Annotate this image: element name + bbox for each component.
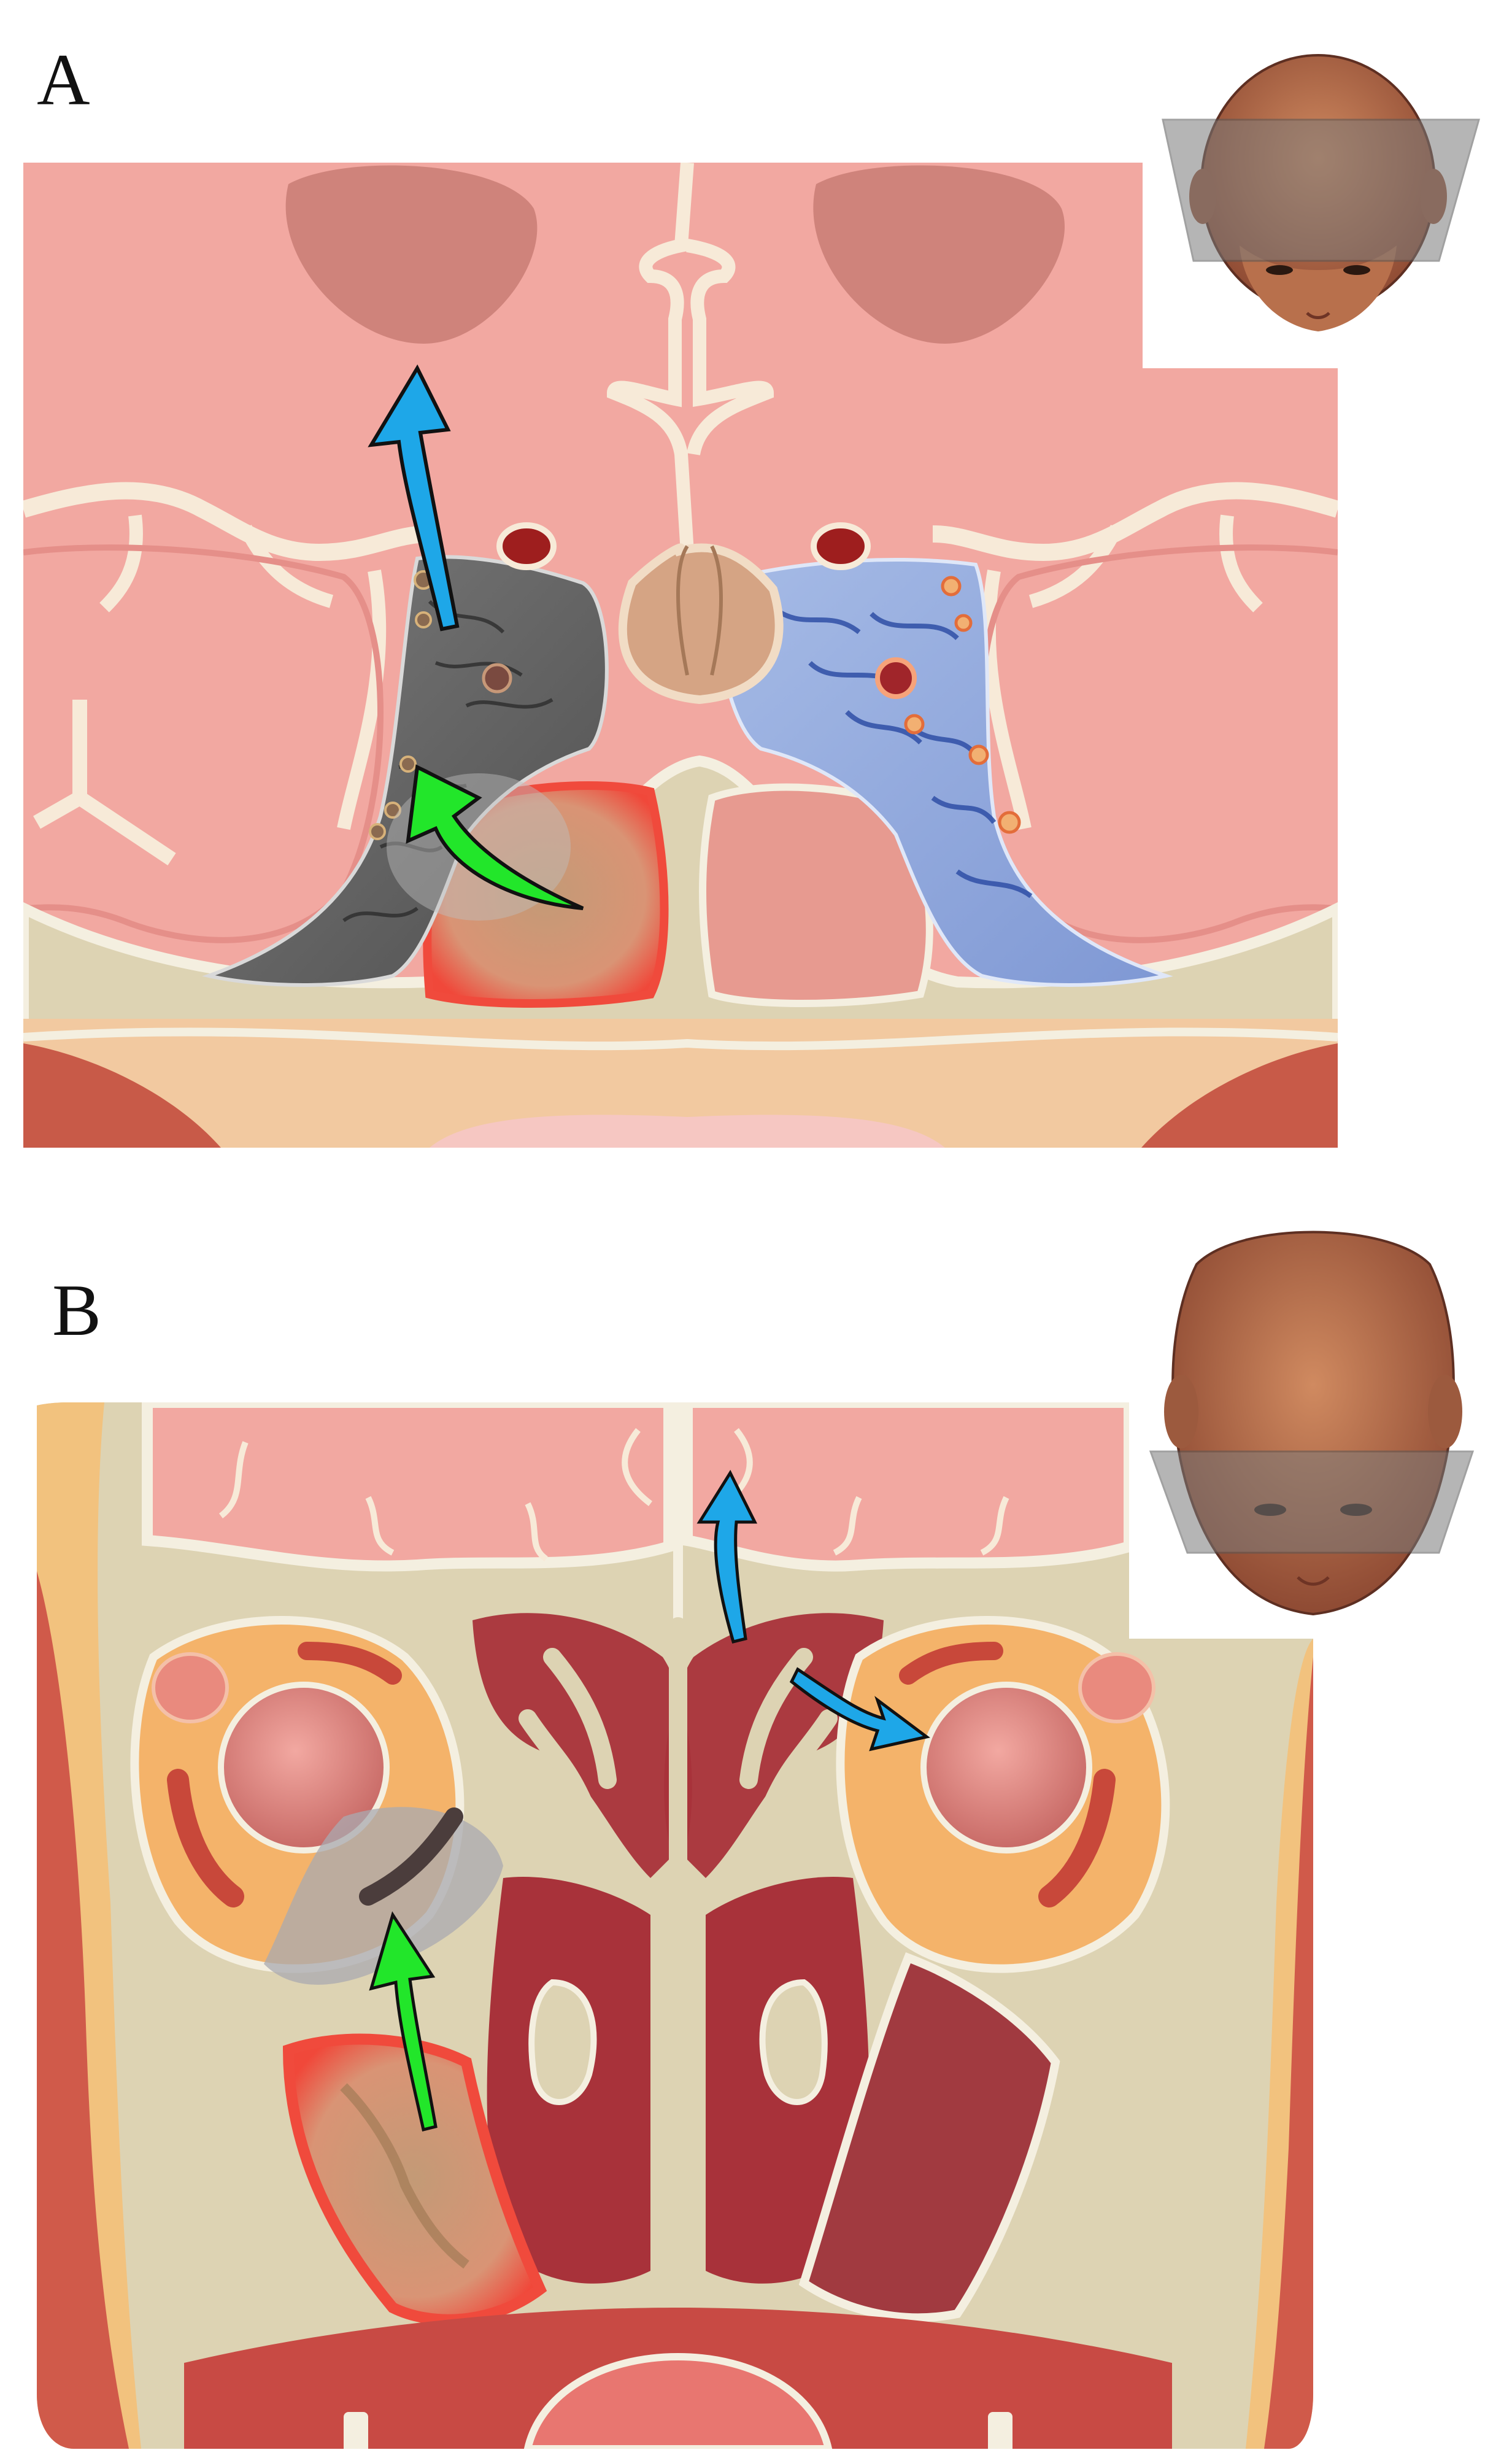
subperiosteal-collection bbox=[359, 1807, 463, 1906]
arrow-spread-orbit-b bbox=[789, 1667, 930, 1752]
section-plane-a bbox=[1162, 118, 1480, 262]
arrow-spread-sinus-to-cavernous bbox=[406, 764, 584, 910]
frontal-lobe-right bbox=[682, 1402, 1135, 1572]
internal-carotid-right bbox=[811, 522, 871, 570]
pituitary-gland bbox=[618, 543, 784, 705]
ethmoid-cells-left bbox=[472, 1613, 692, 1878]
ethmoid-cells-right bbox=[664, 1613, 884, 1878]
interhemispheric-fissure bbox=[606, 163, 694, 553]
arrow-spread-intracranial-b bbox=[696, 1469, 758, 1644]
muscle-left-a bbox=[23, 1043, 221, 1148]
panel-a bbox=[23, 54, 1480, 1148]
inferior-turbinate-right bbox=[759, 1979, 828, 2105]
cavernous-sinus-patent bbox=[714, 557, 1173, 987]
muscle-right-a bbox=[1141, 1043, 1338, 1148]
panel-label-b: B bbox=[52, 1269, 102, 1351]
tongue bbox=[523, 2352, 833, 2449]
globe-right bbox=[920, 1682, 1092, 1853]
sphenoid-sinus-healthy bbox=[699, 783, 933, 1007]
panel-label-a: A bbox=[37, 39, 90, 120]
lacrimal-gland-left bbox=[152, 1652, 229, 1723]
head-top-view-icon bbox=[1162, 54, 1480, 331]
lateral-ventricle-left bbox=[285, 165, 538, 344]
frontal-lobe-left bbox=[142, 1402, 674, 1572]
lacrimal-gland-right bbox=[1078, 1652, 1155, 1723]
arrow-spread-intracranial-a bbox=[368, 364, 460, 632]
inferior-turbinate-left bbox=[528, 1979, 597, 2105]
maxillary-sinus-healthy bbox=[798, 1952, 1060, 2322]
lateral-ventricle-right bbox=[813, 165, 1065, 344]
head-front-view-icon bbox=[1149, 1231, 1475, 1616]
section-plane-b bbox=[1149, 1450, 1475, 1554]
panel-b bbox=[37, 1231, 1475, 2449]
internal-carotid-left bbox=[496, 522, 557, 570]
globe-left bbox=[218, 1682, 390, 1853]
arrow-spread-sinus-to-orbit bbox=[369, 1911, 438, 2132]
